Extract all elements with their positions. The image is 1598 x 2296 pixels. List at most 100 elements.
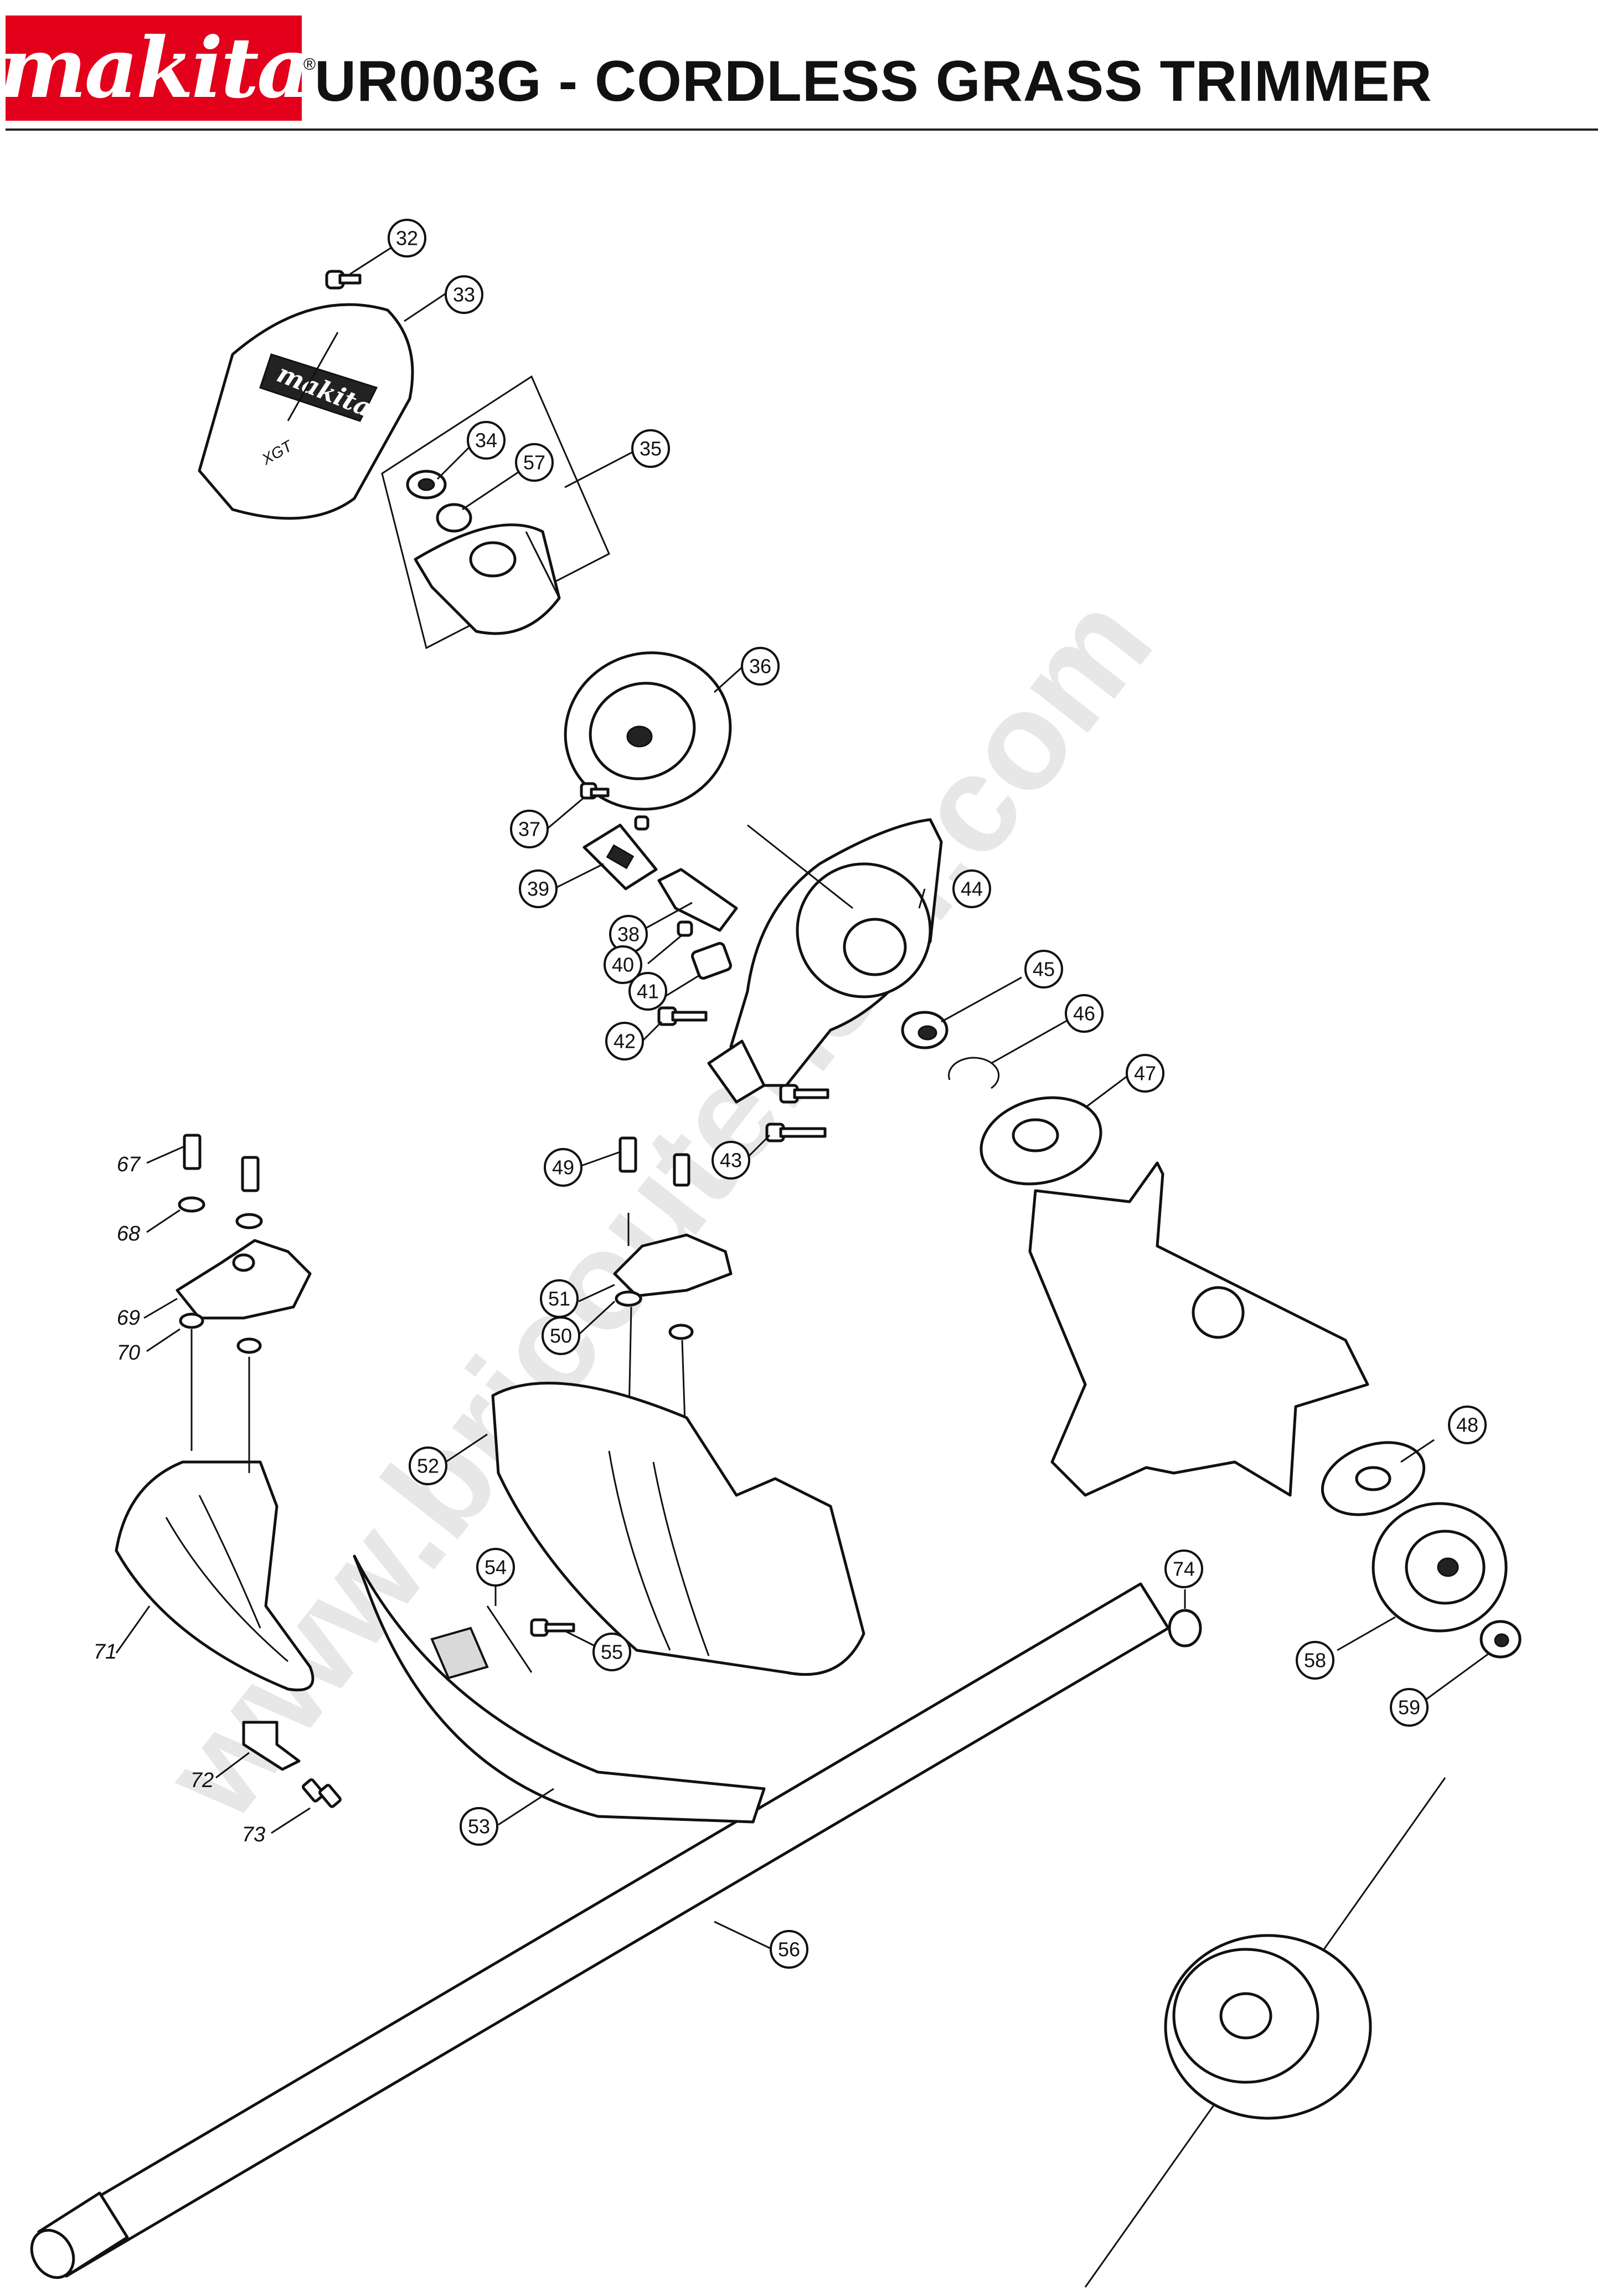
callout-circle: [628, 972, 667, 1011]
callout-circle: [592, 1633, 631, 1671]
callout-circle: [770, 1930, 808, 1969]
callout-number: 70: [117, 1341, 140, 1365]
parts-drawings: makita XGT: [30, 270, 1522, 2288]
callout-48: 48: [1448, 1406, 1487, 1444]
callout-circle: [467, 421, 506, 460]
callout-number: 59: [1398, 1696, 1420, 1719]
part-72-plate: [242, 1721, 301, 1771]
callout-circle: [515, 443, 554, 482]
callout-number: 55: [601, 1641, 623, 1664]
callout-71: 71: [94, 1640, 117, 1664]
callout-circle: [519, 869, 558, 908]
callout-circle: [1065, 994, 1104, 1033]
callout-56: 56: [770, 1930, 808, 1969]
callout-circle: [741, 647, 780, 686]
callout-circle: [1024, 950, 1063, 989]
callout-circle: [388, 219, 426, 258]
part-55-screw: [530, 1618, 575, 1637]
callout-72: 72: [190, 1769, 214, 1792]
logo-text: makita: [0, 19, 311, 117]
callout-54: 54: [476, 1548, 515, 1587]
callout-42: 42: [605, 1022, 644, 1061]
part-32-screw: [325, 270, 362, 290]
page-title: UR003G - CORDLESS GRASS TRIMMER: [315, 49, 1432, 114]
part-58-cup: [1372, 1502, 1508, 1633]
callout-52: 52: [409, 1446, 447, 1485]
callout-number: 67: [117, 1153, 141, 1176]
callout-40: 40: [604, 945, 642, 984]
callout-circle: [542, 1316, 580, 1355]
part-59-nut: [1480, 1620, 1522, 1659]
callout-41: 41: [628, 972, 667, 1011]
callout-number: 51: [548, 1288, 570, 1310]
callout-number: 46: [1073, 1002, 1095, 1025]
callout-number: 74: [1173, 1558, 1195, 1581]
callout-number: 56: [778, 1938, 800, 1961]
callout-number: 48: [1456, 1414, 1478, 1437]
callout-49: 49: [544, 1148, 583, 1187]
callout-number: 42: [614, 1030, 636, 1053]
part-74-ring: [1168, 1609, 1202, 1648]
callout-46: 46: [1065, 994, 1104, 1033]
callout-number: 71: [94, 1640, 117, 1664]
callout-number: 45: [1033, 958, 1055, 981]
callout-circle: [544, 1148, 583, 1187]
callout-47: 47: [1126, 1054, 1164, 1093]
callout-number: 57: [523, 451, 545, 474]
callout-circle: [460, 1807, 498, 1846]
callout-number: 39: [527, 878, 549, 900]
callout-circle: [1296, 1641, 1334, 1680]
callout-number: 53: [468, 1815, 490, 1838]
registered-mark: ®: [303, 55, 316, 74]
callout-50: 50: [542, 1316, 580, 1355]
callout-number: 35: [640, 437, 662, 460]
callout-73: 73: [242, 1823, 265, 1846]
callout-number: 37: [518, 818, 540, 841]
callout-32: 32: [388, 219, 426, 258]
callout-circle: [476, 1548, 515, 1587]
callout-number: 50: [550, 1325, 572, 1347]
callout-39: 39: [519, 869, 558, 908]
part-53-extension: [353, 1554, 766, 1824]
part-44-gear-housing: [707, 818, 943, 1104]
callout-circle: [445, 275, 483, 314]
part-39-circuit-board: [583, 823, 658, 890]
callout-number: 40: [612, 954, 634, 976]
part-45-bearing: [901, 1011, 949, 1049]
callout-number: 54: [484, 1556, 507, 1579]
callout-circle: [1126, 1054, 1164, 1093]
callout-58: 58: [1296, 1641, 1334, 1680]
callout-74: 74: [1164, 1549, 1203, 1588]
callout-55: 55: [592, 1633, 631, 1671]
part-49-51-bracket: [613, 1136, 733, 1474]
callout-circle: [712, 1141, 750, 1180]
callout-circle: [1390, 1688, 1429, 1727]
part-69-clamp: [176, 1239, 312, 1320]
part-54-pin: [486, 1605, 533, 1673]
callout-number: 41: [637, 980, 659, 1003]
part-33-motor-cover: makita XGT: [198, 303, 414, 520]
callout-number: 52: [417, 1455, 439, 1478]
callout-circle: [409, 1446, 447, 1485]
callout-33: 33: [445, 275, 483, 314]
part-73-screws: [302, 1778, 342, 1808]
part-42-bolt: [657, 1006, 708, 1026]
callout-51: 51: [540, 1279, 579, 1318]
callout-45: 45: [1024, 950, 1063, 989]
part-43-bolts: [765, 1084, 829, 1142]
part-34-bearing: [406, 470, 447, 500]
callout-number: 58: [1304, 1649, 1326, 1672]
part-41-clip: [691, 942, 732, 980]
callout-number: 43: [720, 1149, 742, 1172]
part-37-screw: [580, 782, 649, 831]
part-71-guard: [115, 1460, 315, 1692]
callout-circle: [1164, 1549, 1203, 1588]
callout-number: 38: [617, 923, 640, 946]
callout-number: 68: [117, 1222, 140, 1245]
part-36-drive-plate: [564, 651, 732, 811]
makita-logo: makita: [0, 16, 311, 121]
callout-38: 38: [609, 915, 648, 954]
callout-number: 47: [1134, 1062, 1156, 1085]
callout-number: 72: [190, 1769, 214, 1792]
